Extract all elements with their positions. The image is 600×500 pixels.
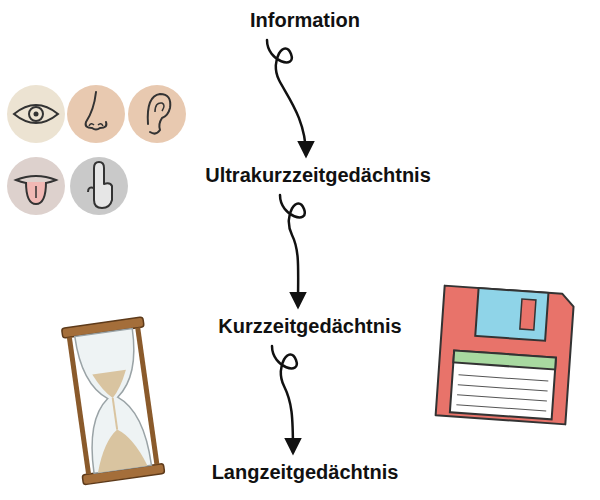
stage-label: Information (250, 8, 360, 32)
loop-arrow (272, 346, 297, 452)
eye-icon (7, 85, 65, 143)
floppy-disk (436, 286, 575, 425)
memory-stage: Langzeitgedächtnis (206, 458, 405, 486)
memory-stage: Kurzzeitgedächtnis (212, 312, 407, 340)
memory-stage: Ultrakurzzeitgedächtnis (199, 161, 437, 189)
stage-label: Langzeitgedächtnis (212, 460, 399, 484)
nose-icon (67, 85, 125, 143)
loop-arrow (267, 40, 306, 155)
stage-label: Ultrakurzzeitgedächtnis (205, 163, 431, 187)
hourglass (62, 317, 165, 485)
touch-icon (70, 157, 128, 215)
stage-label: Kurzzeitgedächtnis (218, 314, 401, 338)
memory-stage: Information (244, 6, 366, 34)
loop-arrow (280, 195, 305, 306)
ear-icon (128, 85, 186, 143)
tongue-icon (7, 157, 65, 215)
